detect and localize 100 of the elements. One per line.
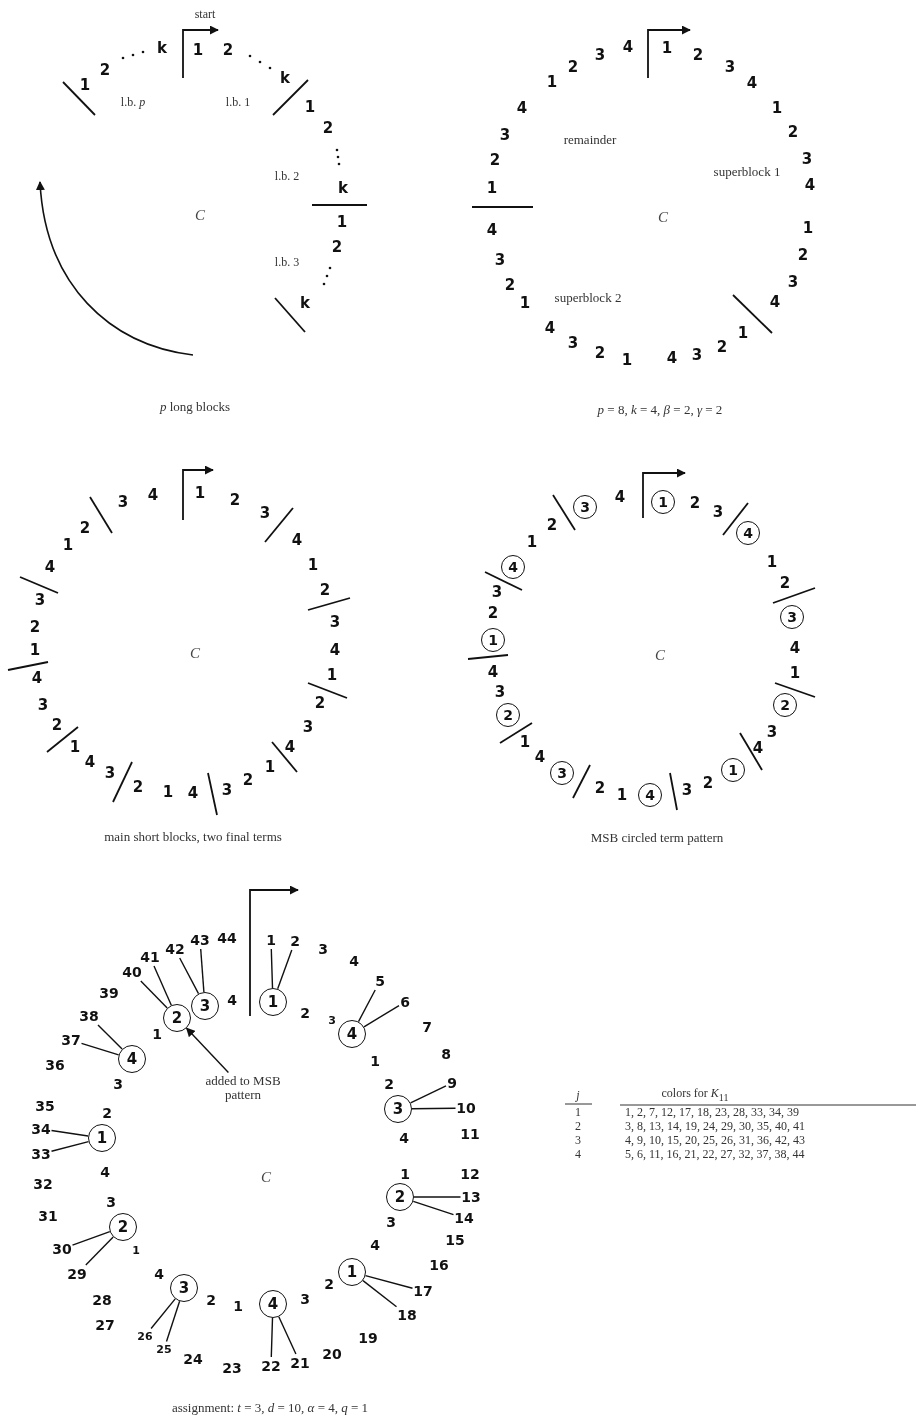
edge-number: 43: [190, 932, 210, 948]
term-number: 1: [400, 1166, 410, 1182]
term-number: 3: [104, 764, 116, 782]
term-number: 4: [746, 74, 758, 92]
term-number: 3: [386, 1214, 396, 1230]
term-number: 1: [264, 758, 276, 776]
term-number: 1: [789, 664, 801, 682]
leader-line: [411, 1107, 457, 1110]
edge-number: 32: [33, 1176, 53, 1192]
annotation-text: added to MSB pattern: [195, 1073, 291, 1103]
term-number: 2: [324, 1276, 334, 1292]
edge-number: 14: [454, 1210, 474, 1226]
term-number: 3: [787, 273, 799, 291]
edge-number: 20: [322, 1346, 342, 1362]
term-number: 4: [622, 38, 634, 56]
term-number: 2: [716, 338, 728, 356]
term-number: 2: [300, 1005, 310, 1021]
edge-number: 41: [140, 949, 160, 965]
edge-number: 8: [441, 1046, 451, 1062]
term-number: 4: [284, 738, 296, 756]
term-number: 4: [544, 319, 556, 337]
term-number: 1: [336, 213, 348, 231]
leader-line: [80, 1042, 120, 1056]
term-number: 1: [616, 786, 628, 804]
term-number: 2: [319, 581, 331, 599]
cycle-label: C: [261, 1168, 271, 1186]
leader-line: [85, 1236, 114, 1266]
term-number: 4: [804, 176, 816, 194]
block-label: remainder: [563, 132, 617, 148]
term-number: 3: [567, 334, 579, 352]
edge-number: 25: [156, 1342, 172, 1356]
term-number: 3: [494, 683, 506, 701]
term-number: 4: [752, 739, 764, 757]
term-number: 1: [79, 76, 91, 94]
term-number: 2: [384, 1076, 394, 1092]
leader-line: [153, 965, 172, 1006]
column-header: colors for K$_{11}$: [661, 1087, 729, 1103]
leader-line: [270, 1317, 274, 1358]
term-number: 1: [162, 783, 174, 801]
leader-line: [270, 948, 274, 989]
term-number: 2: [594, 779, 606, 797]
term-number: 2: [102, 1105, 112, 1121]
term-number: 2: [692, 46, 704, 64]
term-number: 3: [681, 781, 693, 799]
panel-caption: main short blocks, two final terms: [104, 829, 282, 845]
cycle-label: C: [655, 646, 665, 664]
edge-number: 26: [137, 1329, 153, 1343]
term-number: 1: [62, 536, 74, 554]
leader-line: [362, 1279, 398, 1308]
color-list: 3, 8, 13, 14, 19, 24, 29, 30, 35, 40, 41: [625, 1120, 805, 1134]
term-number: 1: [771, 99, 783, 117]
term-number: 1: [326, 666, 338, 684]
leader-line: [364, 1274, 414, 1289]
edge-number: 13: [461, 1189, 481, 1205]
term-number: 2: [79, 519, 91, 537]
term-number: 1: [233, 1298, 243, 1314]
term-number: 3: [766, 723, 778, 741]
term-number: 1: [519, 733, 531, 751]
block-label: l.b. p: [119, 96, 147, 110]
term-number: 1: [526, 533, 538, 551]
term-number: 2: [797, 246, 809, 264]
term-number: 4: [31, 669, 43, 687]
term-number: 4: [769, 293, 781, 311]
term-number: 4: [329, 641, 341, 659]
term-number: 1: [370, 1053, 380, 1069]
edge-number: 37: [61, 1032, 81, 1048]
term-number: 2: [322, 119, 334, 137]
leader-line: [409, 1085, 447, 1104]
term-number: 1: [486, 179, 498, 197]
edge-number: 38: [79, 1008, 99, 1024]
edge-number: 24: [183, 1351, 203, 1367]
term-number: 3: [37, 696, 49, 714]
term-number: 2: [594, 344, 606, 362]
block-label: superblock 2: [553, 290, 623, 306]
leader-line: [277, 949, 293, 990]
edge-number: 11: [460, 1126, 480, 1142]
term-number: 4: [399, 1130, 409, 1146]
term-number: k: [300, 294, 310, 312]
term-number: 3: [724, 58, 736, 76]
column-header: j: [576, 1089, 580, 1103]
term-number: 3: [801, 150, 813, 168]
term-number: 3: [494, 251, 506, 269]
term-number: 2: [314, 694, 326, 712]
panel-caption: assignment: t = 3, d = 10, α = 4, q = 1: [171, 1400, 369, 1416]
term-number: 1: [29, 641, 41, 659]
term-number: 2: [99, 61, 111, 79]
term-number: 2: [702, 774, 714, 792]
term-number: 1: [152, 1026, 162, 1042]
leader-line: [140, 980, 168, 1009]
term-number: 3: [300, 1291, 310, 1307]
term-number: 2: [206, 1292, 216, 1308]
term-number: 1: [307, 556, 319, 574]
leader-line: [278, 1316, 297, 1355]
edge-number: 15: [445, 1232, 465, 1248]
edge-number: 3: [318, 941, 328, 957]
edge-number: 34: [31, 1121, 51, 1137]
start-label: start: [194, 8, 216, 22]
edge-number: 18: [397, 1307, 417, 1323]
block-label: superblock 1: [712, 164, 782, 180]
term-number: 2: [487, 604, 499, 622]
